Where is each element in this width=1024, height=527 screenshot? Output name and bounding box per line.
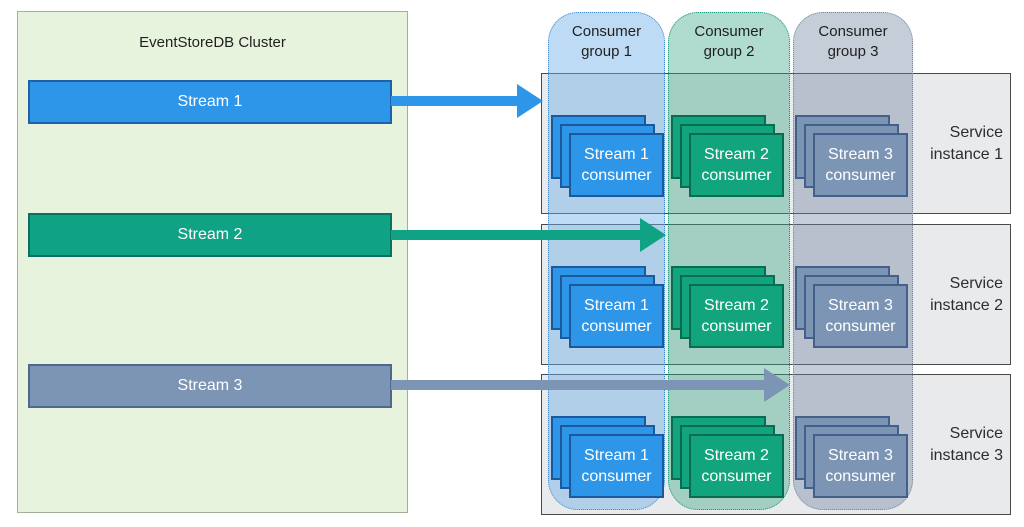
stream-1-consumer-stack-instance-1: Stream 1 consumer	[551, 115, 665, 198]
consumer-card-label: Stream 3 consumer	[825, 297, 896, 335]
consumer-card-label: Stream 3 consumer	[825, 447, 896, 485]
stream-2-consumer-stack-instance-1: Stream 2 consumer	[671, 115, 785, 198]
consumer-card-front: Stream 3 consumer	[813, 133, 908, 197]
stream-1-bar: Stream 1	[28, 80, 392, 124]
consumer-card-front: Stream 1 consumer	[569, 284, 664, 348]
stream-1-consumer-stack-instance-2: Stream 1 consumer	[551, 266, 665, 349]
stream-3-consumer-stack-instance-3: Stream 3 consumer	[795, 416, 909, 499]
consumer-card-label: Stream 3 consumer	[825, 146, 896, 184]
consumer-card-label: Stream 2 consumer	[701, 297, 772, 335]
stream-2-label: Stream 2	[177, 226, 243, 243]
consumer-card-label: Stream 2 consumer	[701, 447, 772, 485]
consumer-group-2-label: Consumer group 2	[694, 23, 764, 60]
consumer-card-front: Stream 2 consumer	[689, 133, 784, 197]
service-instance-1-label: Service instance 1	[930, 123, 1003, 163]
consumer-card-front: Stream 1 consumer	[569, 133, 664, 197]
stream-1-arrow	[391, 84, 543, 118]
stream-1-consumer-stack-instance-3: Stream 1 consumer	[551, 416, 665, 499]
consumer-group-3-label: Consumer group 3	[818, 23, 888, 60]
stream-2-consumer-stack-instance-2: Stream 2 consumer	[671, 266, 785, 349]
consumer-group-1-label: Consumer group 1	[571, 23, 642, 60]
service-instance-3-label: Service instance 3	[930, 424, 1003, 464]
consumer-card-label: Stream 1 consumer	[581, 447, 652, 485]
consumer-card-label: Stream 1 consumer	[581, 146, 652, 184]
consumer-card-front: Stream 3 consumer	[813, 434, 908, 498]
cluster-title: EventStoreDB Cluster	[139, 34, 286, 51]
stream-2-consumer-stack-instance-3: Stream 2 consumer	[671, 416, 785, 499]
stream-3-consumer-stack-instance-2: Stream 3 consumer	[795, 266, 909, 349]
consumer-card-label: Stream 2 consumer	[701, 146, 772, 184]
stream-1-label: Stream 1	[177, 93, 243, 110]
stream-2-bar: Stream 2	[28, 213, 392, 257]
consumer-card-front: Stream 2 consumer	[689, 434, 784, 498]
stream-3-label: Stream 3	[177, 377, 243, 394]
stream-3-bar: Stream 3	[28, 364, 392, 408]
stream-3-consumer-stack-instance-1: Stream 3 consumer	[795, 115, 909, 198]
consumer-card-front: Stream 1 consumer	[569, 434, 664, 498]
consumer-card-label: Stream 1 consumer	[581, 297, 652, 335]
consumer-card-front: Stream 2 consumer	[689, 284, 784, 348]
consumer-card-front: Stream 3 consumer	[813, 284, 908, 348]
service-instance-2-label: Service instance 2	[930, 274, 1003, 314]
